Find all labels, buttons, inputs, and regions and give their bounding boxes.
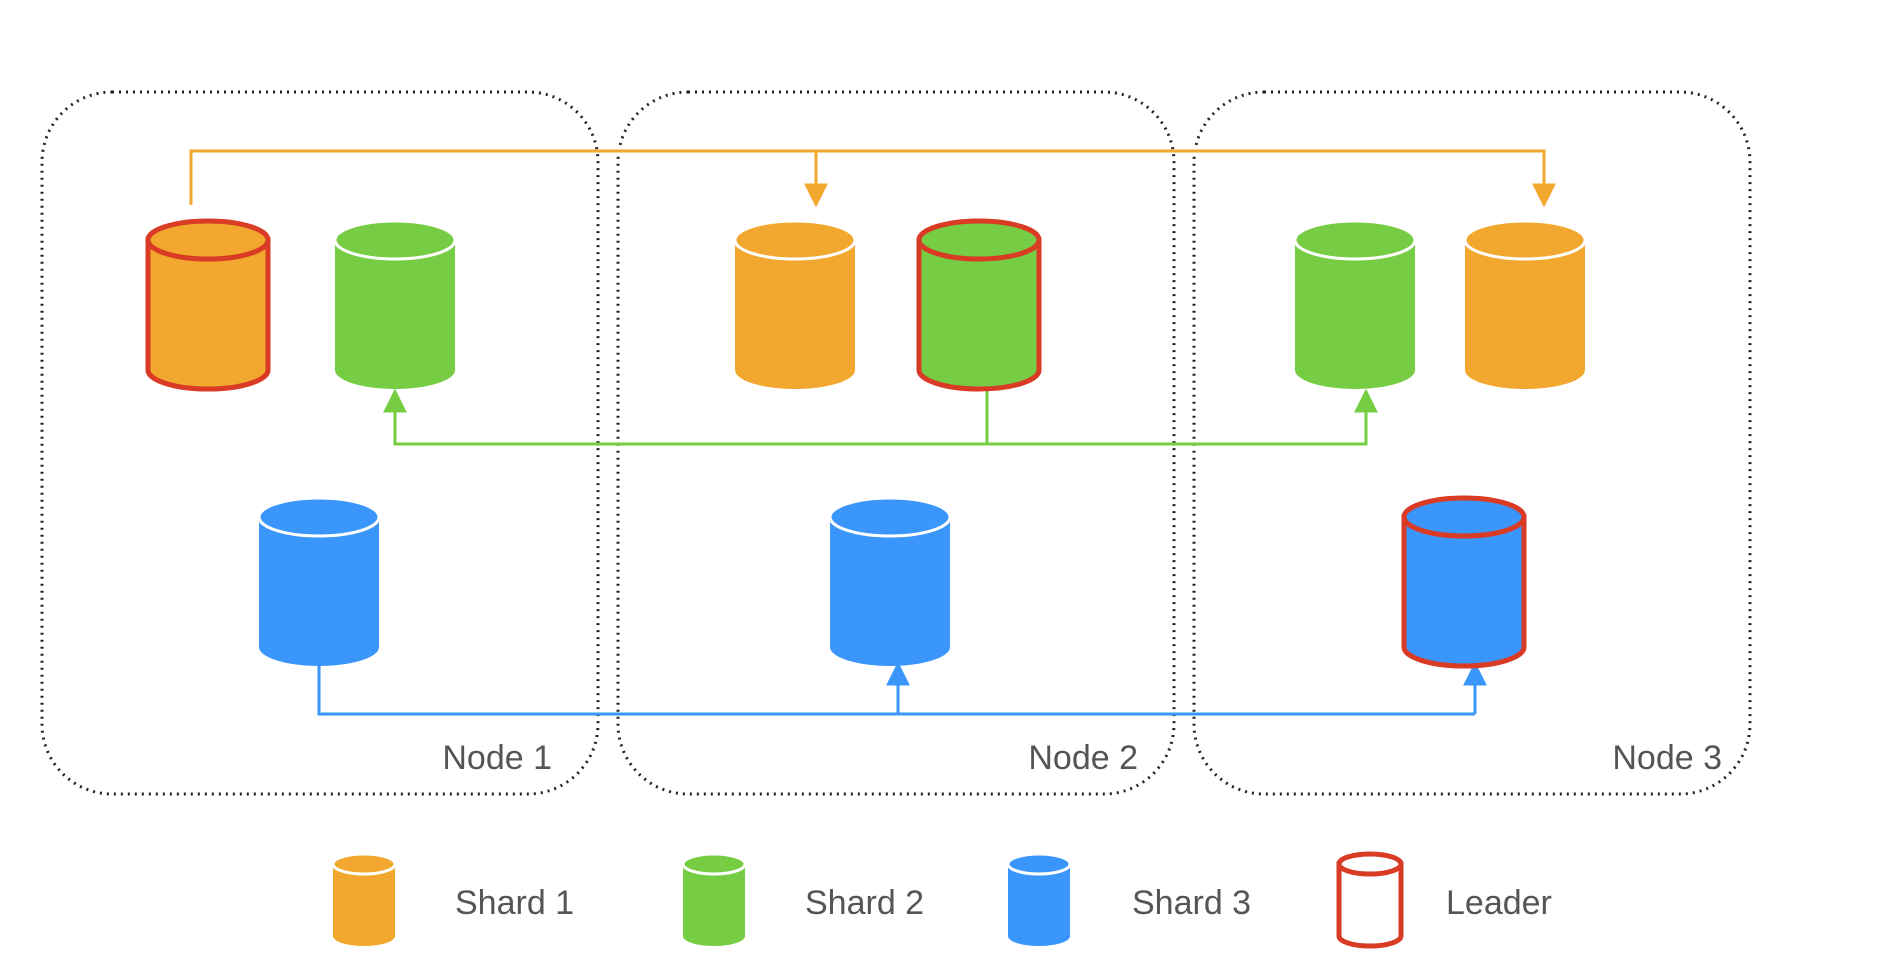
- node-1-label: Node 1: [442, 739, 552, 777]
- legend-label-shard-1: Shard 1: [455, 884, 574, 922]
- cylinder-node-1-shard3: [257, 496, 381, 666]
- node-3-label: Node 3: [1612, 739, 1722, 777]
- cylinder-node-1-shard1-leader: [145, 218, 271, 392]
- legend-swatch-leader: [1336, 851, 1404, 949]
- cylinder-node-3-shard3-leader: [1401, 495, 1527, 669]
- shard-1-replication: [189, 149, 1556, 208]
- cylinder-node-2-shard1: [733, 219, 857, 389]
- shard-3-replication: [317, 661, 1487, 716]
- cylinder-node-1-shard2: [333, 219, 457, 389]
- legend-swatch-shard3: [1006, 852, 1072, 946]
- node-2-label: Node 2: [1028, 739, 1138, 777]
- legend-swatch-shard1: [331, 852, 397, 946]
- legend-swatch-shard2: [681, 852, 747, 946]
- legend: Shard 1 Shard 2 Shard 3 Leader: [331, 851, 1552, 949]
- cylinder-node-2-shard3: [828, 496, 952, 666]
- legend-label-shard-2: Shard 2: [805, 884, 924, 922]
- cylinder-node-3-shard1: [1463, 219, 1587, 389]
- node-3-box: [1192, 90, 1752, 796]
- legend-label-shard-3: Shard 3: [1132, 884, 1251, 922]
- cylinders: [145, 218, 1587, 669]
- cylinder-node-3-shard2: [1293, 219, 1417, 389]
- cylinder-node-2-shard2-leader: [916, 218, 1042, 392]
- shard-2-replication: [383, 388, 1378, 446]
- legend-label-leader: Leader: [1446, 884, 1552, 922]
